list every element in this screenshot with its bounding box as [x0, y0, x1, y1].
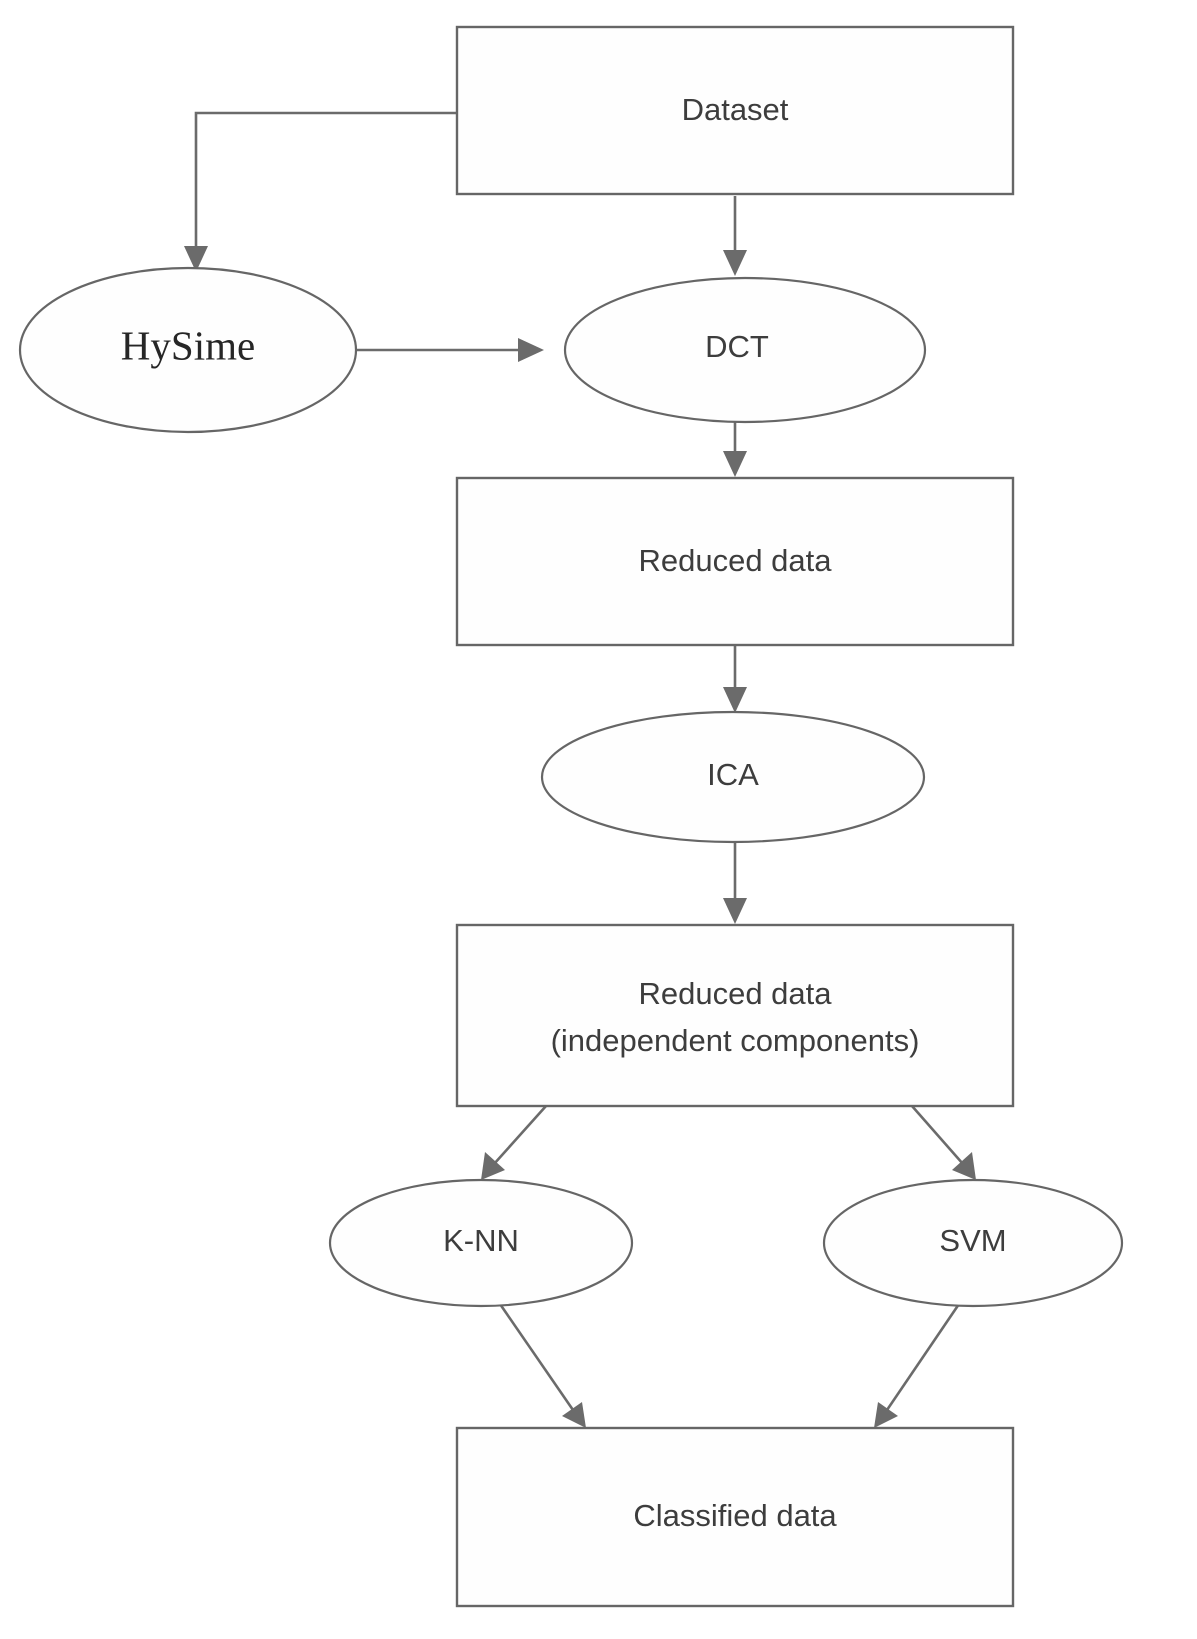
- node-ica-label: ICA: [707, 757, 759, 792]
- edge-ica-to-reduced-data-ic-arrowhead: [723, 898, 747, 924]
- node-knn[interactable]: K-NN: [328, 1178, 634, 1308]
- node-knn-ellipse[interactable]: [328, 1178, 634, 1308]
- edge-svm-to-classified-data-line: [885, 1303, 961, 1411]
- edge-dataset-to-hysime-arrowhead: [184, 246, 208, 272]
- edge-dct-to-reduced-data-arrowhead: [723, 451, 747, 477]
- node-svm-label: SVM: [939, 1223, 1006, 1258]
- node-hysime-label: HySime: [121, 322, 255, 368]
- edge-knn-to-classified-data-arrowhead: [562, 1402, 586, 1428]
- edge-ica-to-reduced-data-ic: [723, 842, 747, 924]
- node-reduced-data-ic[interactable]: Reduced data (independent components): [455, 923, 1015, 1108]
- edge-svm-to-classified-data: [874, 1303, 961, 1428]
- edge-reduced-data-to-ica: [723, 645, 747, 713]
- node-svm[interactable]: SVM: [822, 1178, 1124, 1308]
- node-dct-ellipse[interactable]: [563, 276, 927, 424]
- edge-hysime-to-dct: [356, 338, 544, 362]
- node-classified-data-label: Classified data: [633, 1498, 837, 1533]
- edge-dct-to-reduced-data: [723, 420, 747, 477]
- edge-reduced-data-ic-to-svm-line: [911, 1105, 964, 1165]
- node-reduced-data[interactable]: Reduced data: [455, 476, 1015, 647]
- edge-knn-to-classified-data: [498, 1303, 586, 1428]
- node-reduced-data-ic-label-line2: (independent components): [551, 1023, 920, 1058]
- edge-svm-to-classified-data-arrowhead: [874, 1402, 898, 1428]
- node-dataset-rect[interactable]: [455, 25, 1015, 196]
- node-hysime-ellipse[interactable]: [18, 266, 358, 434]
- node-ica[interactable]: ICA: [540, 710, 926, 844]
- node-reduced-data-rect[interactable]: [455, 476, 1015, 647]
- edge-dataset-to-dct: [723, 196, 747, 276]
- node-svm-ellipse[interactable]: [822, 1178, 1124, 1308]
- node-classified-data[interactable]: Classified data: [455, 1426, 1015, 1608]
- node-dct[interactable]: DCT: [563, 276, 927, 424]
- node-reduced-data-ic-label-line1: Reduced data: [638, 976, 832, 1011]
- node-dataset[interactable]: Dataset: [455, 25, 1015, 196]
- edge-reduced-data-ic-to-knn-arrowhead: [481, 1152, 505, 1180]
- node-reduced-data-ic-rect[interactable]: [455, 923, 1015, 1108]
- node-knn-label: K-NN: [443, 1223, 519, 1258]
- edge-knn-to-classified-data-line: [498, 1303, 575, 1411]
- node-ica-ellipse[interactable]: [540, 710, 926, 844]
- node-classified-data-rect[interactable]: [455, 1426, 1015, 1608]
- edge-reduced-data-ic-to-svm: [911, 1105, 976, 1180]
- edge-dataset-to-hysime-line: [194, 111, 462, 256]
- edge-reduced-data-to-ica-arrowhead: [723, 687, 747, 713]
- edge-dataset-to-dct-arrowhead: [723, 250, 747, 276]
- node-hysime[interactable]: HySime: [18, 266, 358, 434]
- edge-dataset-to-hysime: [184, 111, 462, 272]
- edge-reduced-data-ic-to-knn: [481, 1105, 547, 1180]
- node-dct-label: DCT: [705, 329, 769, 364]
- edge-reduced-data-ic-to-svm-arrowhead: [952, 1152, 976, 1180]
- node-dataset-label: Dataset: [682, 92, 789, 127]
- edge-hysime-to-dct-arrowhead: [518, 338, 544, 362]
- edge-reduced-data-ic-to-knn-line: [493, 1105, 547, 1165]
- node-reduced-data-label: Reduced data: [638, 543, 832, 578]
